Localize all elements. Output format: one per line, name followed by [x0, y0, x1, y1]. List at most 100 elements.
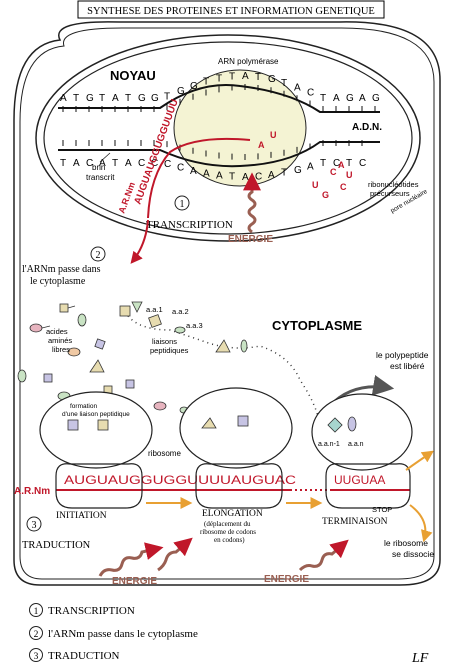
- ribosome-label: ribosome: [148, 449, 181, 458]
- legend: 1 TRANSCRIPTION 2 l'ARNm passe dans le c…: [29, 603, 198, 662]
- step1-circle: [174, 195, 190, 211]
- dna-top-backbone: [58, 83, 380, 113]
- ribonucleotides: CAU UGC UA: [258, 130, 353, 200]
- dna-base: G: [268, 74, 276, 85]
- dna-base: T: [99, 93, 105, 104]
- svg-text:U: U: [270, 130, 277, 140]
- dna-base: G: [177, 86, 185, 97]
- ribosome-large-initiation: [39, 391, 153, 469]
- aa1-label: a.a.1: [146, 305, 163, 314]
- svg-text:A: A: [338, 160, 345, 170]
- svg-text:2: 2: [34, 630, 39, 640]
- step2-number: 2: [96, 250, 101, 261]
- dna-base: T: [281, 78, 287, 89]
- dna-base: G: [138, 93, 146, 104]
- dna-base: T: [229, 172, 235, 183]
- rna-polymerase: [173, 69, 307, 187]
- dna-base: T: [255, 72, 261, 83]
- nuclear-pore: [398, 190, 416, 212]
- ribosome-large-termination: [311, 393, 413, 471]
- dna-base: T: [112, 158, 118, 169]
- termination-label: TERMINAISON: [322, 517, 388, 527]
- dna-base: A: [333, 93, 340, 104]
- dna-base: T: [60, 158, 66, 169]
- dna-base: T: [203, 77, 209, 88]
- dna-base: A: [242, 172, 249, 183]
- dna-base: T: [125, 93, 131, 104]
- dna-base: G: [151, 93, 159, 104]
- svg-text:C: C: [340, 182, 347, 192]
- dna-base: G: [294, 165, 302, 176]
- dna-base: A: [268, 170, 275, 181]
- svg-text:G: G: [322, 190, 329, 200]
- ribosome-contents: [67, 415, 357, 433]
- dna-label: A.D.N.: [352, 122, 382, 133]
- dna-base: G: [86, 93, 94, 104]
- aa2-label: a.a.2: [172, 307, 189, 316]
- dna-base: A: [307, 162, 314, 173]
- legend-step1: TRANSCRIPTION: [48, 605, 135, 617]
- energy-squiggle-1: [243, 172, 261, 234]
- page-title: SYNTHESE DES PROTEINES ET INFORMATION GE…: [87, 6, 375, 17]
- energy-label-3: ENERGIE: [264, 574, 309, 585]
- ribosome-small-initiation: [55, 463, 143, 509]
- dna-base: G: [372, 93, 380, 104]
- dna-base: C: [138, 158, 145, 169]
- dna-base: G: [346, 93, 354, 104]
- dissociation-arrow-down: [409, 504, 433, 543]
- dna-base: T: [346, 158, 352, 169]
- cyto-mrna-codons: AUGUAUGGUGGUUUUAUGUAC: [64, 473, 296, 487]
- dna-base: A: [60, 93, 67, 104]
- dna-base: T: [73, 93, 79, 104]
- step3-label: TRADUCTION: [22, 540, 91, 551]
- dna-base: T: [281, 168, 287, 179]
- svg-text:C: C: [330, 167, 337, 177]
- svg-text:U: U: [346, 170, 353, 180]
- dissociation-arrow-up: [405, 450, 434, 471]
- aan1-label: a.a.n-1: [318, 441, 340, 448]
- dna-base: C: [255, 171, 262, 182]
- step1-label: TRANSCRIPTION: [146, 219, 233, 231]
- legend-step2: l'ARNm passe dans le cytoplasme: [48, 628, 198, 640]
- energy-squiggle-3: [157, 537, 193, 572]
- svg-text:A: A: [258, 140, 265, 150]
- step3-circle: [26, 516, 42, 532]
- aa3-label: a.a.3: [186, 321, 203, 330]
- dna-base: A: [99, 158, 106, 169]
- elongation-label: ELONGATION: [202, 509, 263, 519]
- energy-squiggle-2: [98, 542, 164, 577]
- dna-base: A: [216, 170, 223, 181]
- dna-base: C: [307, 87, 314, 98]
- dna-base: T: [320, 93, 326, 104]
- dna-base: A: [112, 93, 119, 104]
- ribosome-small-termination: [325, 463, 411, 509]
- dna-base: A: [359, 93, 366, 104]
- step2-circle: [90, 246, 106, 262]
- svg-text:1: 1: [34, 607, 39, 617]
- energy-label-1: ENERGIE: [228, 234, 273, 245]
- ribosome-large-elongation: [179, 387, 293, 469]
- energy-label-2: ENERGIE: [112, 576, 157, 587]
- dna-base: A: [73, 158, 80, 169]
- initiation-label: INITIATION: [56, 511, 107, 521]
- cell-membrane-outer: [13, 21, 441, 586]
- step3-number: 3: [32, 520, 37, 531]
- dna-base: A: [203, 168, 210, 179]
- cytoplasm-label: CYTOPLASME: [272, 318, 362, 333]
- step1-number: 1: [180, 199, 185, 210]
- polypeptide-chain: [127, 315, 321, 431]
- dna-base: C: [86, 158, 93, 169]
- dna-base: A: [190, 166, 197, 177]
- dna-base: T: [164, 91, 170, 102]
- title-box: [77, 0, 385, 19]
- signature: LF: [411, 651, 429, 666]
